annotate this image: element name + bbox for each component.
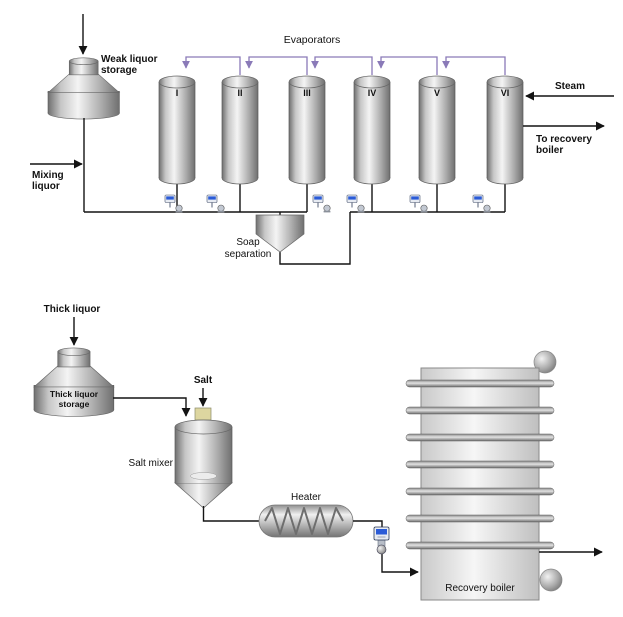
evaporator-1-numeral: I [176,88,179,98]
vapor-line-2-1 [182,56,241,75]
mixing-liquor-label-1: Mixing [32,170,64,181]
evaporator-6-numeral: VI [501,88,510,98]
salt-mixer-vessel [174,407,233,509]
weak-liquor-storage-label-2: storage [101,65,138,76]
salt-mixer-label: Salt mixer [129,458,174,469]
salt-mixer-cap [194,407,212,421]
instrument-pump-icon-2 [206,194,225,213]
instrument-pump-icon-5 [409,194,428,213]
vapor-line-6-5 [442,56,506,75]
pipe-storage-to-mixer [113,397,191,417]
vapor-line-5-4 [377,56,438,75]
thick-liquor-storage-label-2: storage [59,399,90,409]
boiler-tubes [405,379,555,550]
top-section: Evaporators Weak liquor storage Mixing l… [30,14,614,265]
bottom-section: Thick liquor Thick liquor storage Salt S… [33,304,603,601]
evaporator-4-numeral: IV [368,88,377,98]
thick-liquor-label: Thick liquor [44,304,101,315]
pipe-soap-outlet [279,212,351,265]
soap-separation-label-1: Soap [236,237,260,248]
soap-separation-vessel [255,214,305,253]
mixing-liquor-label-2: liquor [32,181,60,192]
instrument-pump-icon-3 [312,194,331,213]
instrument-pump-icon-4 [346,194,365,213]
boiler-bottom-drum [539,568,563,592]
steam-label: Steam [555,81,585,92]
to-recovery-label-2: boiler [536,145,563,156]
pipe-evap-stubs-left [176,184,308,212]
instrument-pump-icon-6 [472,194,491,213]
thick-liquor-storage-label-1: Thick liquor [50,389,99,399]
salt-label: Salt [194,375,213,386]
pipe-evap-stubs-right [371,184,506,212]
pipe-mixer-to-heater [202,506,259,522]
heater-coil [264,507,344,535]
heater-label: Heater [291,492,322,503]
vapor-line-3-2 [245,56,308,75]
vapor-line-4-3 [311,56,373,75]
instrument-transmitter-icon [373,526,390,555]
instrument-pump-icon-1 [164,194,183,213]
recovery-boiler-body [420,367,540,601]
recovery-boiler-label: Recovery boiler [445,583,515,594]
to-recovery-label-1: To recovery [536,134,592,145]
evaporators-title: Evaporators [284,34,341,46]
evaporator-3-numeral: III [303,88,311,98]
evaporator-5-numeral: V [434,88,440,98]
soap-separation-label-2: separation [225,249,272,260]
weak-liquor-storage-label-1: Weak liquor [101,54,158,65]
evaporator-2-numeral: II [237,88,242,98]
